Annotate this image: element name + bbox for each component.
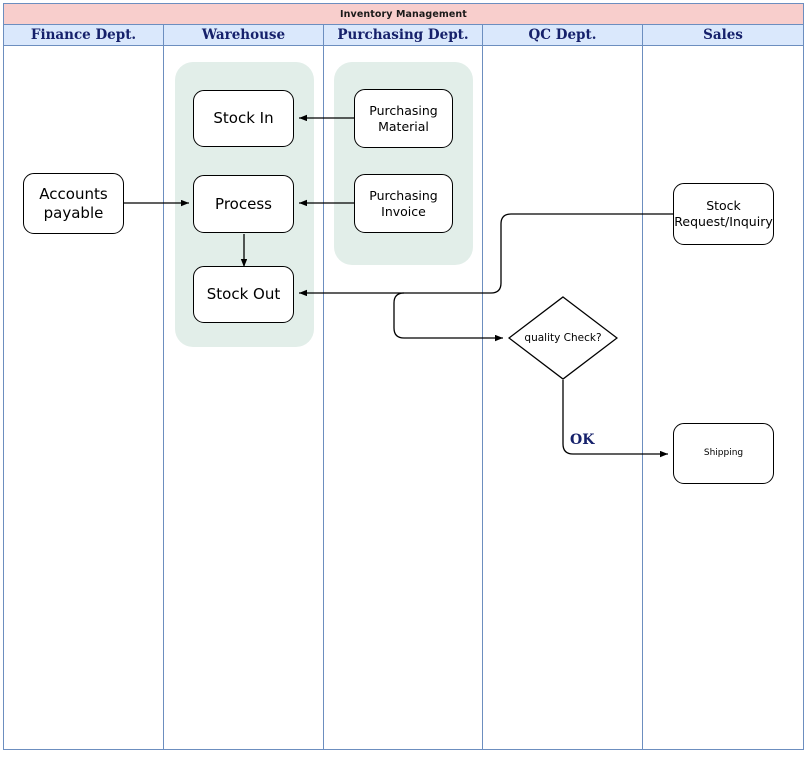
lane-header-purchasing: Purchasing Dept. bbox=[323, 25, 483, 46]
node-purchasing-invoice[interactable]: Purchasing Invoice bbox=[354, 174, 453, 233]
node-accounts-payable[interactable]: Accounts payable bbox=[23, 173, 124, 234]
node-purchasing-material[interactable]: Purchasing Material bbox=[354, 89, 453, 148]
lane-header-sales: Sales bbox=[642, 25, 804, 46]
node-process[interactable]: Process bbox=[193, 175, 294, 233]
node-stock-out[interactable]: Stock Out bbox=[193, 266, 294, 323]
node-shipping[interactable]: Shipping bbox=[673, 423, 774, 484]
node-stock-in[interactable]: Stock In bbox=[193, 90, 294, 147]
diamond-shape bbox=[507, 296, 619, 380]
lane-header-finance: Finance Dept. bbox=[3, 25, 164, 46]
edge-label-ok: OK bbox=[570, 432, 595, 448]
lane-header-qc: QC Dept. bbox=[482, 25, 643, 46]
node-quality-check[interactable]: quality Check? bbox=[507, 296, 619, 380]
node-stock-request-inquiry[interactable]: Stock Request/Inquiry bbox=[673, 183, 774, 245]
pool-title: Inventory Management bbox=[3, 3, 804, 25]
lane-header-warehouse: Warehouse bbox=[163, 25, 324, 46]
